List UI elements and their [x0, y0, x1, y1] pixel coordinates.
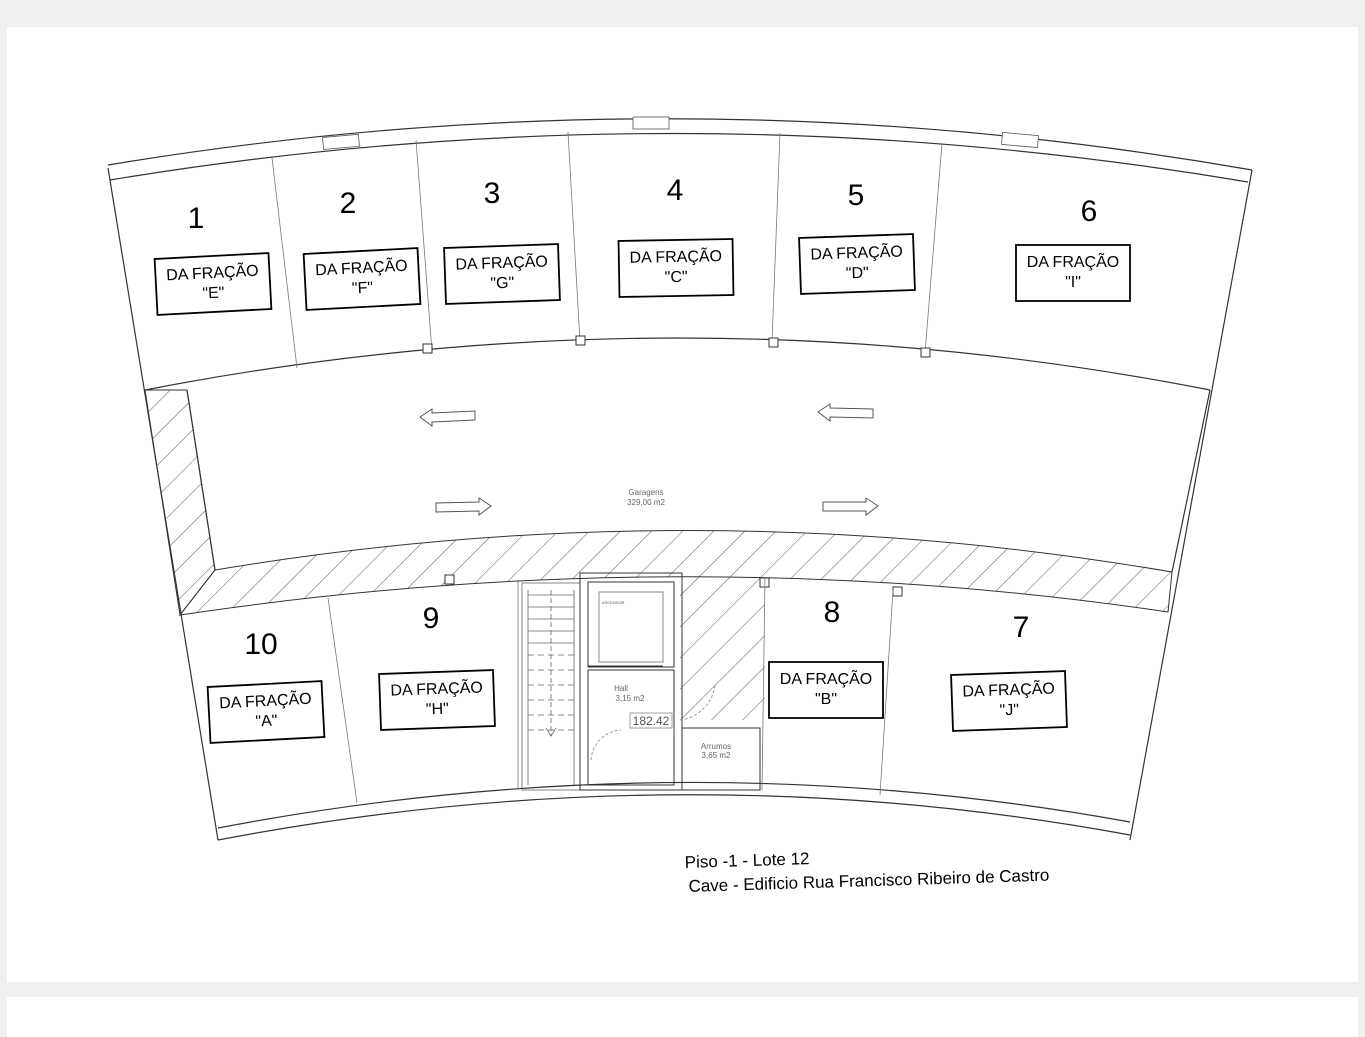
fraction-label-box: DA FRAÇÃO "G"	[443, 243, 561, 305]
space-number: 4	[667, 174, 684, 207]
fraction-line2: "F"	[351, 279, 373, 297]
hatch-core	[680, 575, 765, 720]
fraction-label-box: DA FRAÇÃO "C"	[617, 238, 735, 298]
parking-space-4: 4 DA FRAÇÃO "C"	[617, 174, 735, 298]
parking-space-8: 8 DA FRAÇÃO "B"	[768, 596, 884, 719]
parking-space-10: 10 DA FRAÇÃO"A"	[206, 628, 326, 744]
fraction-line1: DA FRAÇÃO	[780, 668, 872, 688]
hall-area: 3,15 m2	[616, 694, 645, 703]
fraction-line2: "G"	[490, 275, 514, 293]
fraction-line2: "D"	[846, 265, 870, 283]
elevator-core	[579, 572, 761, 791]
fraction-line2: "H"	[426, 701, 450, 719]
fraction-line1: DA FRAÇÃO	[810, 240, 903, 263]
fraction-label-box: DA FRAÇÃO "I"	[1015, 244, 1131, 302]
parking-space-3: 3 DA FRAÇÃO "G"	[443, 177, 561, 305]
storage-name: Arrumos	[701, 742, 731, 751]
stair	[521, 582, 581, 791]
parking-space-7: 7 DA FRAÇÃO "J"	[950, 611, 1068, 732]
garage-area: 329,00 m2	[627, 498, 665, 507]
level-mark: 182.42	[633, 714, 670, 728]
fraction-line1: DA FRAÇÃO	[629, 245, 722, 267]
garage-name: Garagens	[628, 488, 663, 497]
fraction-line2: "C"	[665, 269, 688, 286]
parking-space-1: 1 DA FRAÇÃO"E"	[153, 202, 273, 316]
space-number: 6	[1081, 195, 1098, 228]
space-number: 7	[1013, 611, 1030, 644]
space-number: 8	[824, 596, 841, 629]
hall-name: Hall	[614, 684, 628, 693]
fraction-label-box: DA FRAÇÃO "B"	[768, 661, 884, 719]
fraction-label-box: DA FRAÇÃO "J"	[950, 670, 1068, 732]
fraction-line1: DA FRAÇÃO	[455, 250, 548, 273]
arrow-right-icon	[435, 497, 879, 516]
parking-space-2: 2 DA FRAÇÃO"F"	[302, 187, 422, 311]
parking-space-6: 6 DA FRAÇÃO "I"	[1015, 195, 1131, 302]
fraction-label-box: DA FRAÇÃO"F"	[302, 247, 422, 311]
storage-area: 3,65 m2	[702, 751, 731, 760]
fraction-label-box: DA FRAÇÃO"E"	[153, 252, 273, 316]
space-number: 2	[340, 187, 357, 220]
space-number: 9	[423, 602, 440, 635]
space-number: 5	[848, 179, 865, 212]
fraction-label-box: DA FRAÇÃO"A"	[206, 680, 326, 744]
fraction-line1: DA FRAÇÃO	[390, 676, 483, 699]
title-line-1: Piso -1 - Lote 12	[684, 849, 809, 872]
space-number: 3	[484, 177, 501, 210]
fraction-line1: DA FRAÇÃO	[962, 677, 1055, 700]
fraction-line2: "A"	[255, 712, 278, 730]
fraction-line2: "B"	[815, 691, 837, 708]
arrow-left-icon	[419, 403, 874, 427]
fraction-line1: DA FRAÇÃO	[1027, 251, 1119, 271]
fraction-label-box: DA FRAÇÃO "D"	[798, 233, 916, 295]
elevator-label: ASCENSOR	[602, 600, 625, 605]
space-number: 10	[244, 628, 277, 661]
parking-space-9: 9 DA FRAÇÃO "H"	[378, 602, 496, 731]
fraction-label-box: DA FRAÇÃO "H"	[378, 669, 496, 731]
fraction-line2: "E"	[202, 284, 225, 302]
space-number: 1	[188, 202, 205, 235]
fraction-line2: "J"	[999, 702, 1019, 720]
parking-space-5: 5 DA FRAÇÃO "D"	[798, 179, 916, 295]
fraction-line2: "I"	[1065, 274, 1081, 291]
